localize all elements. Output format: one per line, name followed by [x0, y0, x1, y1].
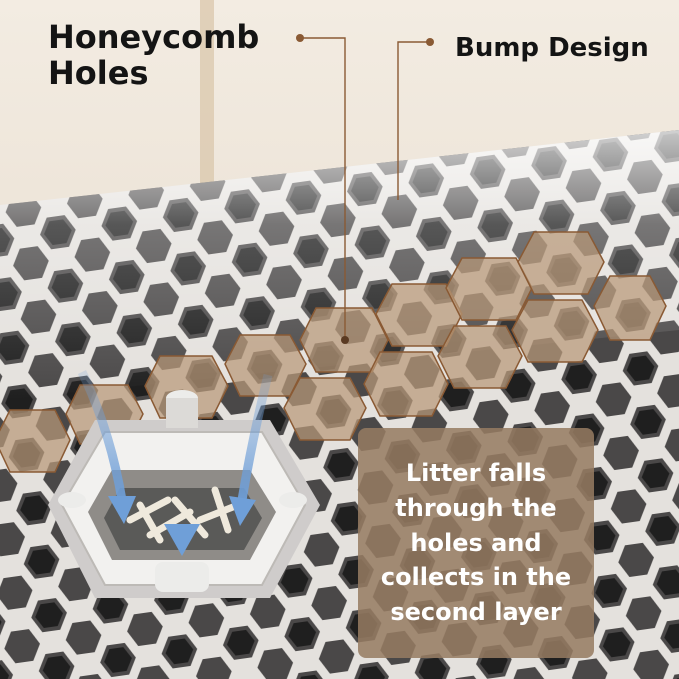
- bump-hex: [283, 377, 367, 441]
- flow-arrows: [77, 358, 273, 556]
- bump-hex: [363, 351, 449, 417]
- bump-hex: [0, 409, 71, 473]
- down-arrow-icon: [229, 496, 256, 526]
- bump-hex: [593, 275, 667, 341]
- down-arrow-icon: [237, 373, 273, 501]
- bump-design-label: Bump Design: [455, 33, 649, 63]
- bump-highlight-group: [0, 231, 667, 473]
- honeycomb-callout-dot: [296, 34, 304, 42]
- bump-hex: [437, 325, 523, 389]
- litter-info-panel: Litter falls through the holes and colle…: [358, 428, 594, 658]
- callout-lines: [300, 37, 430, 338]
- honeycomb-callout-line: [300, 37, 346, 338]
- cell-right-peg: [279, 492, 307, 508]
- cell-left-peg: [58, 492, 86, 508]
- bump-hex: [511, 299, 599, 363]
- cell-front-peg: [155, 562, 209, 592]
- honeycomb-holes-label: Honeycomb Holes: [48, 18, 260, 92]
- down-arrow-icon: [108, 496, 136, 524]
- bump-hex: [517, 231, 605, 295]
- honeycomb-target-dot: [341, 336, 349, 344]
- bump-callout-dot: [426, 38, 434, 46]
- bump-hex: [445, 257, 533, 321]
- wood-edge: [200, 0, 214, 200]
- bump-callout-line: [397, 41, 430, 200]
- down-arrow-icon: [164, 524, 200, 556]
- down-arrow-icon: [77, 370, 127, 501]
- litter-info-text: Litter falls through the holes and colle…: [380, 459, 572, 627]
